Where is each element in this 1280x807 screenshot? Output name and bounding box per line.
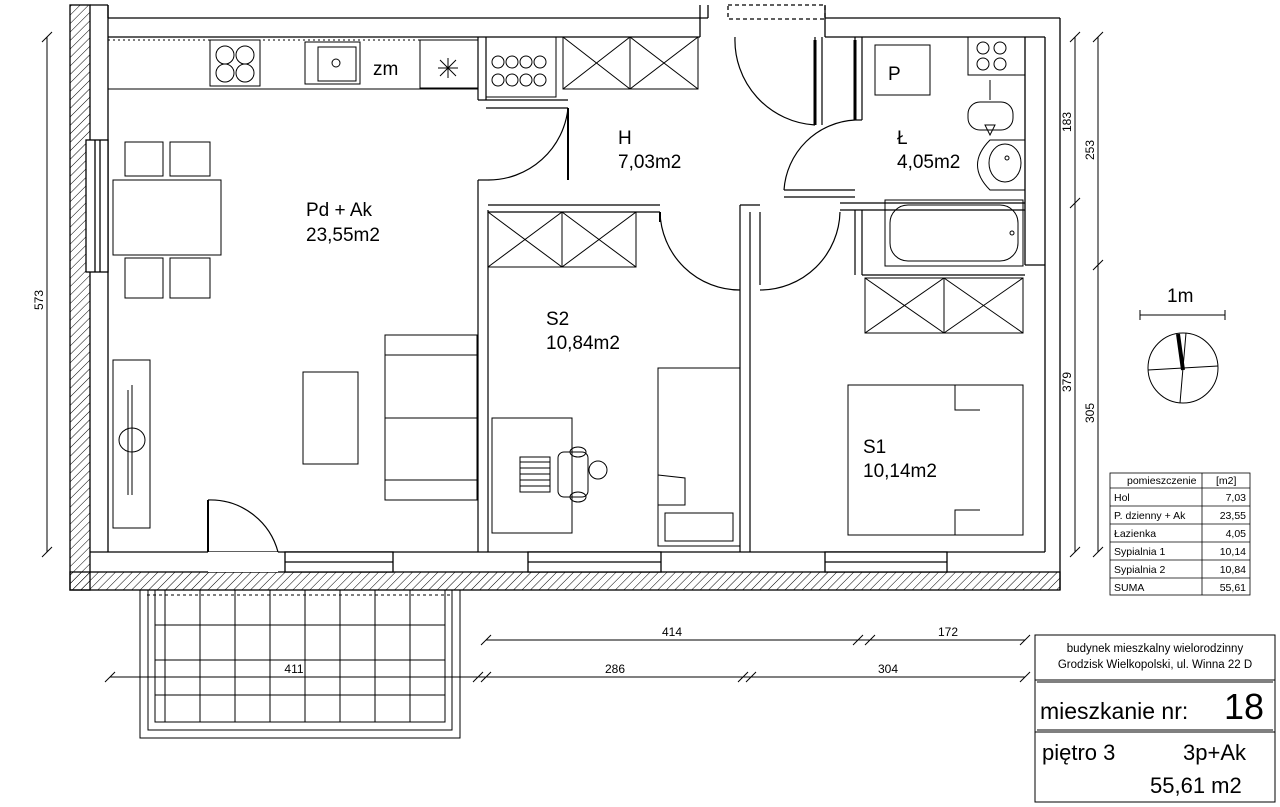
bed-s1	[847, 384, 1024, 536]
title-block	[1034, 634, 1276, 803]
title-address: Grodzisk Wielkopolski, ul. Winna 22 D	[1058, 659, 1252, 671]
table-row-name: SUMA	[1114, 582, 1144, 594]
kitchen-label: zm	[373, 59, 398, 80]
dim-right-253: 253	[1083, 140, 1097, 160]
room-pd-area: 23,55m2	[306, 225, 380, 246]
desk	[491, 417, 608, 534]
dining-set	[112, 141, 222, 299]
dim-left-height: 573	[32, 290, 46, 310]
wardrobe-s2	[487, 211, 637, 268]
bed-s2	[657, 367, 741, 547]
room-s2-name: S2	[546, 309, 569, 330]
dim-right-183: 183	[1060, 112, 1074, 132]
bathroom-fixtures	[874, 36, 1026, 267]
table-row-value: 23,55	[1220, 510, 1246, 522]
table-row-name: Sypialnia 2	[1114, 564, 1166, 576]
sofa	[302, 334, 478, 501]
table-row-value: 55,61	[1220, 582, 1246, 594]
room-h-area: 7,03m2	[618, 152, 681, 173]
table-row-name: Łazienka	[1114, 528, 1156, 540]
p-label: P	[888, 64, 901, 85]
dim-bottom-304: 304	[878, 662, 898, 676]
room-s1-area: 10,14m2	[863, 461, 937, 482]
table-row-value: 10,14	[1220, 546, 1246, 558]
dim-bottom-411: 411	[284, 662, 303, 676]
title-total-area: 55,61 m2	[1150, 773, 1242, 798]
title-layout: 3p+Ak	[1183, 740, 1247, 765]
scale-label: 1m	[1167, 286, 1193, 307]
table-row-name: Hol	[1114, 492, 1130, 504]
room-s1-name: S1	[863, 437, 886, 458]
table-header-unit: [m2]	[1216, 475, 1237, 487]
exterior-walls	[69, 4, 1061, 591]
table-row-value: 7,03	[1226, 492, 1247, 504]
room-l-area: 4,05m2	[897, 152, 960, 173]
dim-right-305: 305	[1083, 403, 1097, 423]
table-header-room: pomieszczenie	[1127, 475, 1197, 487]
area-table	[1109, 472, 1251, 596]
dim-right-379: 379	[1060, 372, 1074, 392]
room-l-name: Ł	[897, 128, 908, 149]
dim-bottom-172: 172	[938, 625, 958, 639]
table-row-name: P. dzienny + Ak	[1114, 510, 1186, 522]
title-building: budynek mieszkalny wielorodzinny	[1067, 643, 1244, 655]
table-row-name: Sypialnia 1	[1114, 546, 1166, 558]
balcony	[139, 589, 461, 739]
tv-cabinet	[112, 359, 151, 529]
wardrobe-s1	[864, 277, 1024, 334]
title-floor: piętro 3	[1042, 740, 1115, 765]
room-h-name: H	[618, 128, 632, 149]
room-pd-name: Pd + Ak	[306, 200, 373, 221]
room-s2-area: 10,84m2	[546, 333, 620, 354]
dim-bottom-414: 414	[662, 625, 682, 639]
dimension-lines	[41, 31, 1104, 683]
table-row-value: 4,05	[1226, 528, 1247, 540]
scale-bar	[1139, 310, 1226, 320]
title-apartment-label: mieszkanie nr:	[1040, 698, 1188, 724]
kitchen-counter	[107, 36, 699, 98]
dim-bottom-286: 286	[605, 662, 625, 676]
table-row-value: 10,84	[1220, 564, 1246, 576]
title-apartment-number: 18	[1224, 686, 1264, 727]
compass-icon	[1147, 332, 1219, 404]
